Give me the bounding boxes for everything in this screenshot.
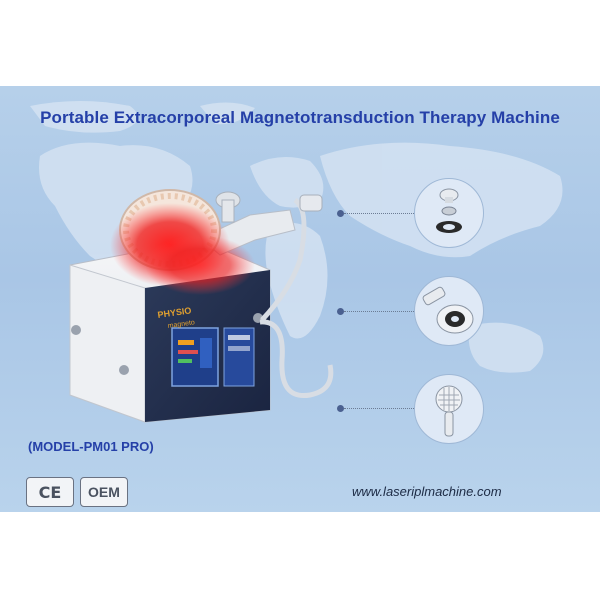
connector-dot <box>337 308 344 315</box>
ce-certification-badge: CE <box>26 477 74 507</box>
connector-line <box>344 408 414 409</box>
connector-dot <box>337 405 344 412</box>
connector-line <box>344 311 414 312</box>
oem-badge: OEM <box>80 477 128 507</box>
therapy-machine-image: PHYSIO magneto <box>69 189 334 423</box>
svg-text:PHYSIO: PHYSIO <box>157 305 192 320</box>
website-url: www.laseriplmachine.com <box>352 484 502 499</box>
accessory-circle-3 <box>414 374 484 444</box>
oem-badge-text: OEM <box>88 484 120 500</box>
product-banner: Portable Extracorporeal Magnetotransduct… <box>0 86 600 512</box>
connector-dot <box>337 210 344 217</box>
model-label: (MODEL-PM01 PRO) <box>28 439 154 454</box>
ce-badge-text: CE <box>38 482 62 502</box>
magnetic-head-parts-icon <box>436 188 462 233</box>
page-title: Portable Extracorporeal Magnetotransduct… <box>40 108 560 127</box>
connector-line <box>344 213 414 214</box>
red-light-handpiece-icon <box>435 385 463 437</box>
svg-text:magneto: magneto <box>167 319 195 330</box>
accessory-circle-2 <box>414 276 484 346</box>
accessory-circle-1 <box>414 178 484 248</box>
magnetic-ring-applicator-icon <box>422 286 474 334</box>
